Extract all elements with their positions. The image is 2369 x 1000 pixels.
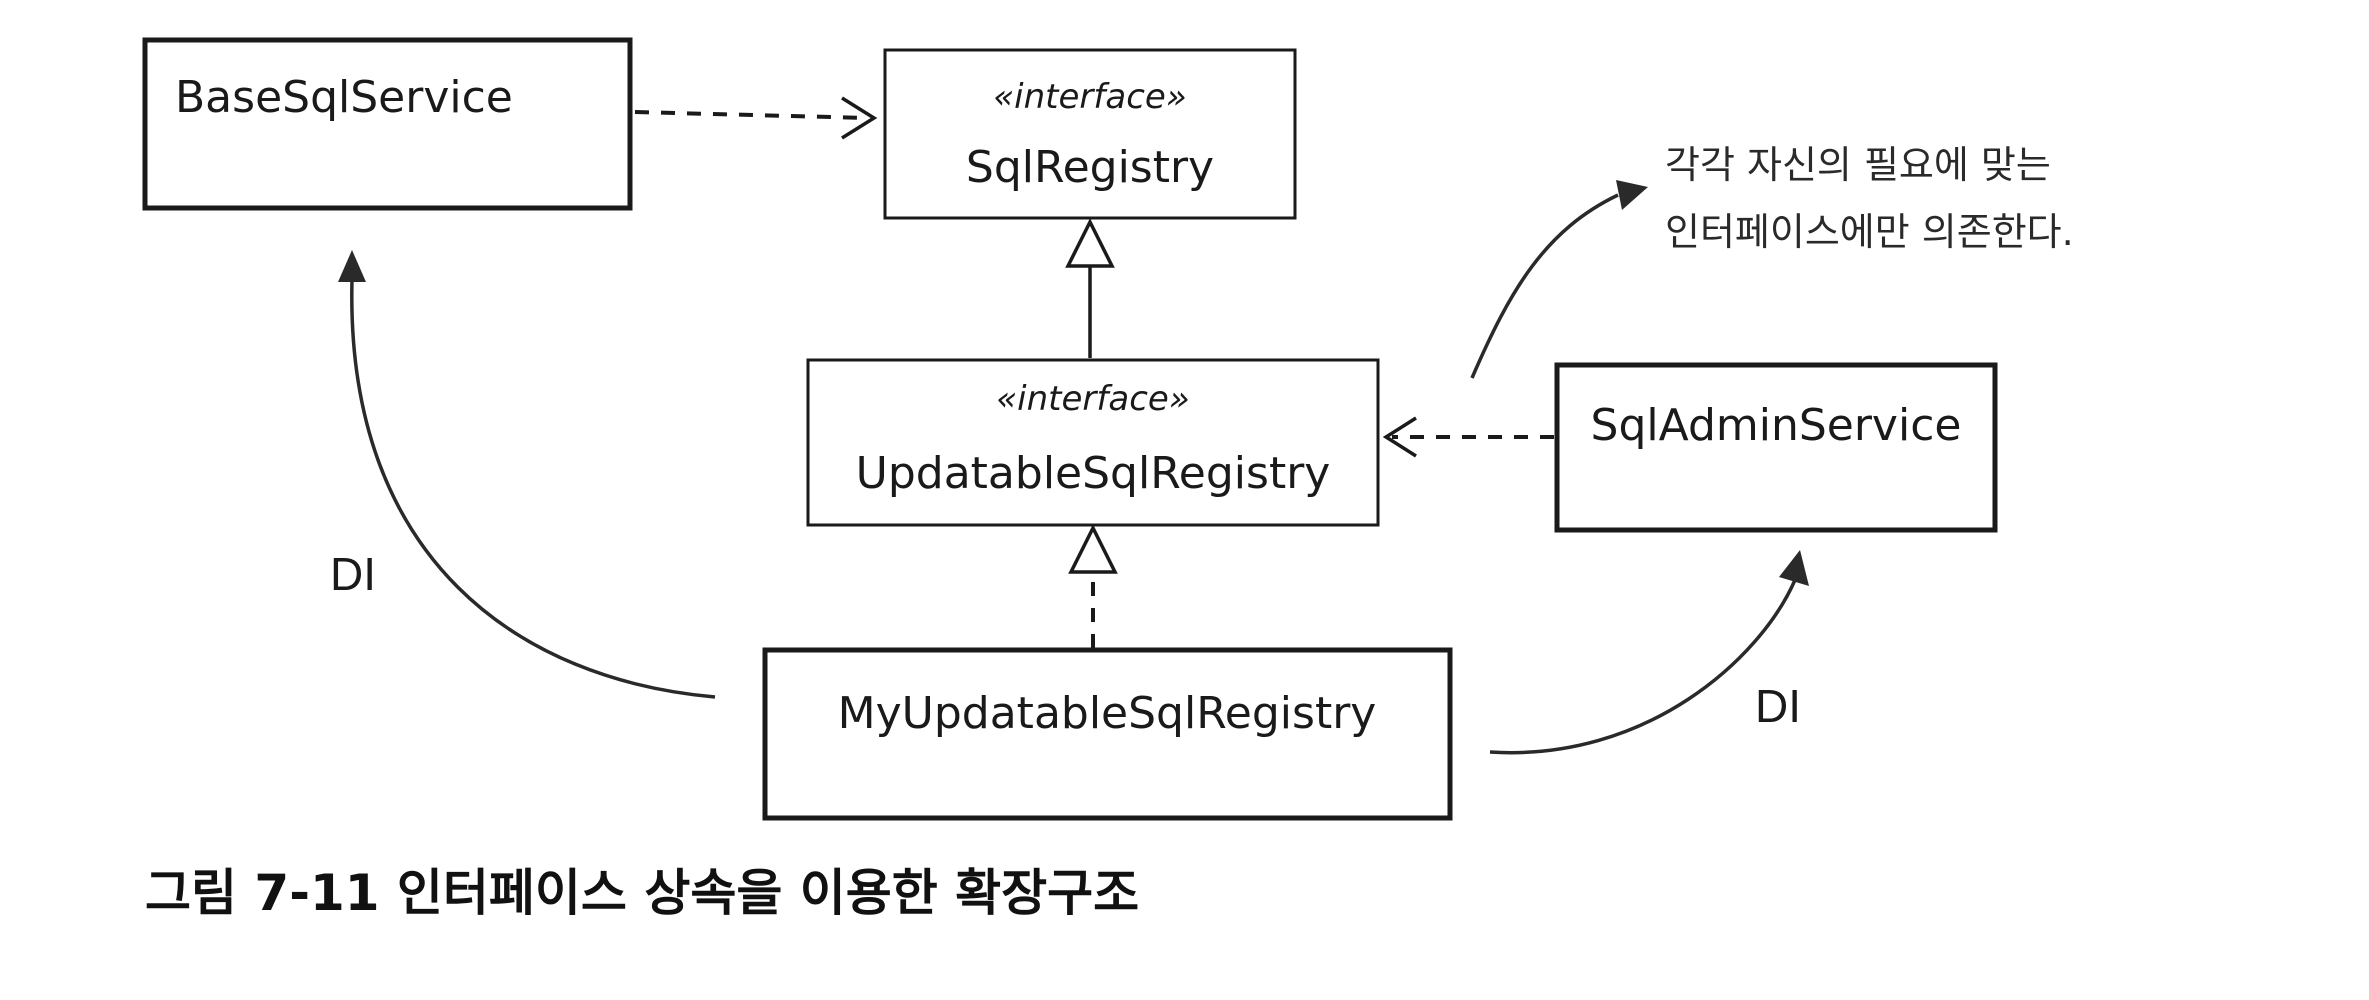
updatable-sql-registry-stereotype: «interface» [996,379,1190,419]
sql-registry-stereotype: «interface» [993,77,1187,117]
sql-registry-interface: «interface» SqlRegistry [883,48,1297,220]
note-line-1: 각각 자신의 필요에 맞는 [1665,143,2051,187]
di-curve-right [1489,550,1809,755]
dependency-admin-to-updatable [1382,416,1554,458]
base-sql-service-label: BaseSqlService [175,72,513,123]
my-updatable-sql-registry-label: MyUpdatableSqlRegistry [838,688,1377,739]
figure-caption: 그림 7-11 인터페이스 상속을 이용한 확장구조 [145,864,1139,922]
di-label-right: DI [1755,680,1801,732]
generalization-updatable-to-sql-registry [1065,218,1115,358]
note-line-2: 인터페이스에만 의존한다. [1665,210,2074,254]
note-curve [1470,180,1648,379]
di-curve-left [338,250,716,699]
realization-my-to-updatable [1068,524,1118,648]
sql-admin-service-class: SqlAdminService [1554,362,1998,533]
my-updatable-sql-registry-class: MyUpdatableSqlRegistry [762,647,1453,821]
di-label-left: DI [330,548,376,600]
dependency-note: 각각 자신의 필요에 맞는 인터페이스에만 의존한다. [1665,143,2074,254]
updatable-sql-registry-interface: «interface» UpdatableSqlRegistry [806,358,1380,527]
base-sql-service-class: BaseSqlService [142,37,633,211]
updatable-sql-registry-label: UpdatableSqlRegistry [856,448,1331,499]
dependency-base-to-sql-registry [634,96,878,140]
sql-registry-label: SqlRegistry [966,142,1214,193]
sql-admin-service-label: SqlAdminService [1591,400,1962,451]
